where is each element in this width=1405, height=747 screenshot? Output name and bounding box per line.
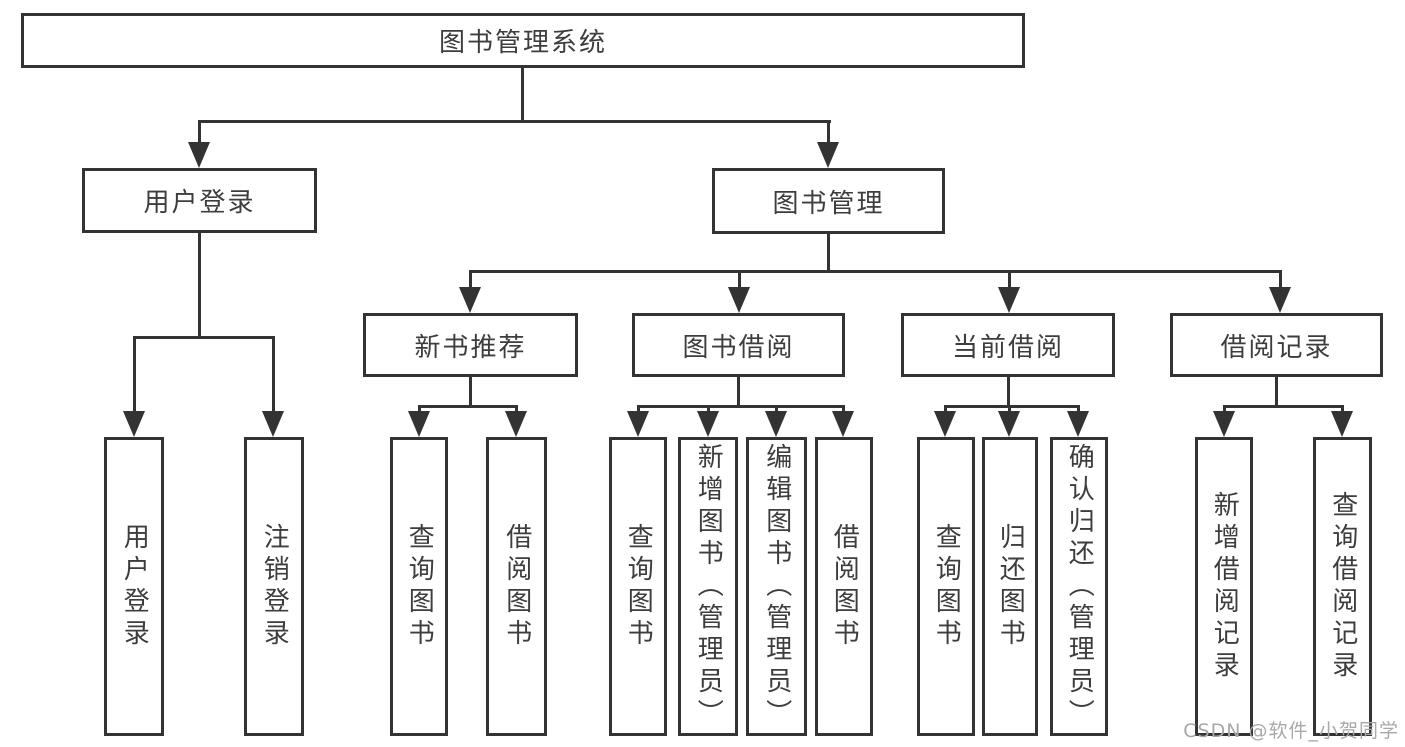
leaf-query-borrow-record: 查询借阅记录 [1313, 437, 1372, 736]
leaf-query-books: 查询图书 [390, 437, 448, 736]
connector-group-bar [637, 405, 845, 408]
connector-module-stub [1007, 377, 1010, 405]
leaf-logout: 注销登录 [244, 437, 304, 736]
node-borrow-record-label: 借阅记录 [1220, 332, 1333, 363]
leaf-label: 借阅图书 [829, 522, 860, 651]
connector-userlogin-bar [133, 336, 275, 339]
connector-arrow-shaft [707, 405, 710, 411]
arrow-down-icon [627, 411, 649, 437]
leaf-label: 查询图书 [404, 522, 435, 651]
leaf-confirm-return-admin: 确认归还（管理员） [1050, 437, 1108, 736]
arrow-down-icon [459, 287, 481, 313]
watermark: CSDN @软件_小贺同学 [1183, 720, 1399, 742]
leaf-borrow-books: 借阅图书 [486, 437, 547, 736]
connector-root-stub [521, 68, 524, 120]
leaf-label: 归还图书 [995, 522, 1026, 651]
node-current-borrow-label: 当前借阅 [951, 332, 1064, 363]
connector-arrow-shaft [198, 120, 201, 142]
arrow-down-icon [1269, 287, 1291, 313]
connector-arrow-shaft [272, 336, 275, 411]
connector-arrow-shaft [1008, 405, 1011, 411]
connector-userlogin-stub [198, 233, 201, 336]
arrow-down-icon [505, 411, 527, 437]
arrow-down-icon [934, 411, 956, 437]
connector-arrow-shaft [133, 336, 136, 411]
arrow-down-icon [408, 411, 430, 437]
connector-arrow-shaft [738, 270, 741, 287]
leaf-query-books: 查询图书 [917, 437, 975, 736]
arrow-down-icon [728, 287, 750, 313]
arrow-down-icon [1067, 411, 1089, 437]
connector-arrow-shaft [1223, 405, 1226, 411]
leaf-return-books: 归还图书 [982, 437, 1038, 736]
connector-arrow-shaft [1077, 405, 1080, 411]
node-root-label: 图书管理系统 [438, 28, 607, 58]
arrow-down-icon [188, 142, 210, 168]
node-user-login: 用户登录 [82, 168, 317, 233]
connector-arrow-shaft [944, 405, 947, 411]
arrow-down-icon [817, 142, 839, 168]
connector-arrow-shaft [1279, 270, 1282, 287]
connector-arrow-shaft [418, 405, 421, 411]
node-book-management-label: 图书管理 [772, 188, 885, 219]
leaf-label: 查询图书 [623, 522, 654, 651]
connector-arrow-shaft [515, 405, 518, 411]
arrow-down-icon [262, 411, 284, 437]
leaf-label: 编辑图书（管理员） [761, 442, 792, 731]
leaf-query-books: 查询图书 [609, 437, 667, 736]
connector-root-bar [198, 120, 831, 123]
connector-module-stub [1275, 377, 1278, 405]
leaf-label: 借阅图书 [501, 522, 532, 651]
connector-arrow-shaft [775, 405, 778, 411]
arrow-down-icon [123, 411, 145, 437]
leaf-label: 查询借阅记录 [1327, 490, 1358, 683]
node-book-borrow: 图书借阅 [632, 313, 845, 377]
node-book-management: 图书管理 [712, 168, 945, 234]
arrow-down-icon [1331, 411, 1353, 437]
connector-group-bar [1223, 405, 1344, 408]
node-current-borrow: 当前借阅 [901, 313, 1115, 377]
connector-group-bar [418, 405, 518, 408]
node-new-book-recommend: 新书推荐 [363, 313, 578, 377]
arrow-down-icon [1213, 411, 1235, 437]
arrow-down-icon [697, 411, 719, 437]
leaf-add-books-admin: 新增图书（管理员） [678, 437, 738, 736]
node-user-login-label: 用户登录 [143, 188, 256, 218]
node-new-book-recommend-label: 新书推荐 [414, 332, 527, 363]
connector-arrow-shaft [469, 270, 472, 287]
leaf-borrow-books: 借阅图书 [815, 437, 873, 736]
connector-arrow-shaft [1341, 405, 1344, 411]
leaf-label: 新增图书（管理员） [693, 442, 724, 731]
leaf-edit-books-admin: 编辑图书（管理员） [746, 437, 807, 736]
leaf-label: 确认归还（管理员） [1064, 442, 1095, 731]
leaf-label: 查询图书 [931, 522, 962, 651]
connector-arrow-shaft [827, 120, 830, 142]
node-root: 图书管理系统 [21, 13, 1025, 68]
connector-arrow-shaft [842, 405, 845, 411]
leaf-label: 新增借阅记录 [1209, 490, 1240, 683]
connector-bookmgmt-stub [827, 234, 830, 270]
connector-module-stub [469, 377, 472, 405]
leaf-user-login: 用户登录 [104, 437, 164, 736]
connector-module-stub [737, 377, 740, 405]
leaf-add-borrow-record: 新增借阅记录 [1195, 437, 1253, 736]
connector-group-bar [944, 405, 1080, 408]
arrow-down-icon [998, 411, 1020, 437]
node-book-borrow-label: 图书借阅 [682, 332, 795, 363]
arrow-down-icon [832, 411, 854, 437]
leaf-label: 用户登录 [119, 522, 150, 651]
connector-arrow-shaft [1008, 270, 1011, 287]
connector-arrow-shaft [637, 405, 640, 411]
connector-bookmgmt-bar [469, 270, 1281, 273]
arrow-down-icon [765, 411, 787, 437]
leaf-label: 注销登录 [259, 522, 290, 651]
arrow-down-icon [998, 287, 1020, 313]
node-borrow-record: 借阅记录 [1170, 313, 1383, 377]
